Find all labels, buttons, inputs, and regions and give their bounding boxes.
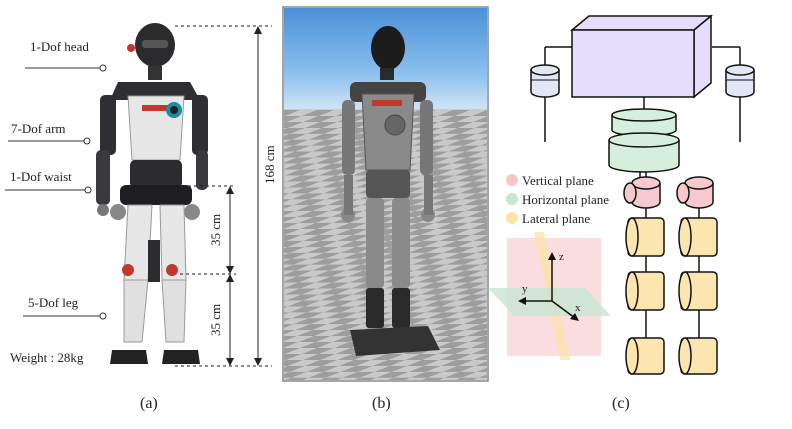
hip-joint-right (676, 176, 714, 209)
waist-joint-upper (611, 108, 677, 137)
caption-b: (b) (372, 395, 391, 412)
legend-horizontal: Horizontal plane (522, 192, 609, 207)
panel-c: Vertical plane Horizontal plane Lateral … (488, 14, 755, 412)
legend-swatch-lateral (506, 212, 518, 224)
axis-y-label: y (522, 283, 528, 295)
callout-waist: 1-Dof waist (10, 169, 72, 184)
callout-arm: 7-Dof arm (11, 121, 66, 136)
height-total-label: 168 cm (262, 145, 277, 184)
shoulder-joint-right (725, 64, 755, 98)
legend-swatch-vertical (506, 174, 518, 186)
waist-joint-lower (608, 132, 680, 173)
robot-photo (96, 23, 208, 364)
plane-legend: Vertical plane Horizontal plane Lateral … (506, 173, 609, 226)
weight-label: Weight : 28kg (10, 350, 84, 365)
hip-joint-left (623, 176, 661, 209)
dimension-lines (175, 25, 272, 367)
callout-leg: 5-Dof leg (28, 295, 79, 310)
legend-lateral: Lateral plane (522, 211, 590, 226)
legend-swatch-horizontal (506, 193, 518, 205)
plane-axes-diagram: z y x (488, 232, 611, 360)
sim-robot (341, 26, 440, 356)
caption-a: (a) (140, 395, 158, 412)
callout-lines (5, 67, 100, 317)
panel-a: 1-Dof head 7-Dof arm 1-Dof waist 5-Dof l… (5, 23, 277, 412)
height-upper-label: 35 cm (208, 214, 223, 246)
kinematic-schematic (530, 14, 755, 375)
sim-render (284, 8, 487, 380)
callout-head: 1-Dof head (30, 39, 89, 54)
caption-c: (c) (612, 395, 630, 412)
legend-vertical: Vertical plane (522, 173, 594, 188)
panel-b: (b) (282, 6, 489, 412)
dimension-arrowheads (226, 26, 262, 366)
callout-dots (83, 64, 107, 320)
torso-block (569, 14, 714, 99)
axis-z-label: z (559, 251, 564, 263)
shoulder-joint-left (530, 64, 560, 98)
axis-x-label: x (575, 302, 581, 314)
horizontal-plane (488, 288, 611, 316)
leg-joints (625, 217, 718, 375)
height-lower-label: 35 cm (208, 304, 223, 336)
sim-frame (282, 6, 489, 382)
